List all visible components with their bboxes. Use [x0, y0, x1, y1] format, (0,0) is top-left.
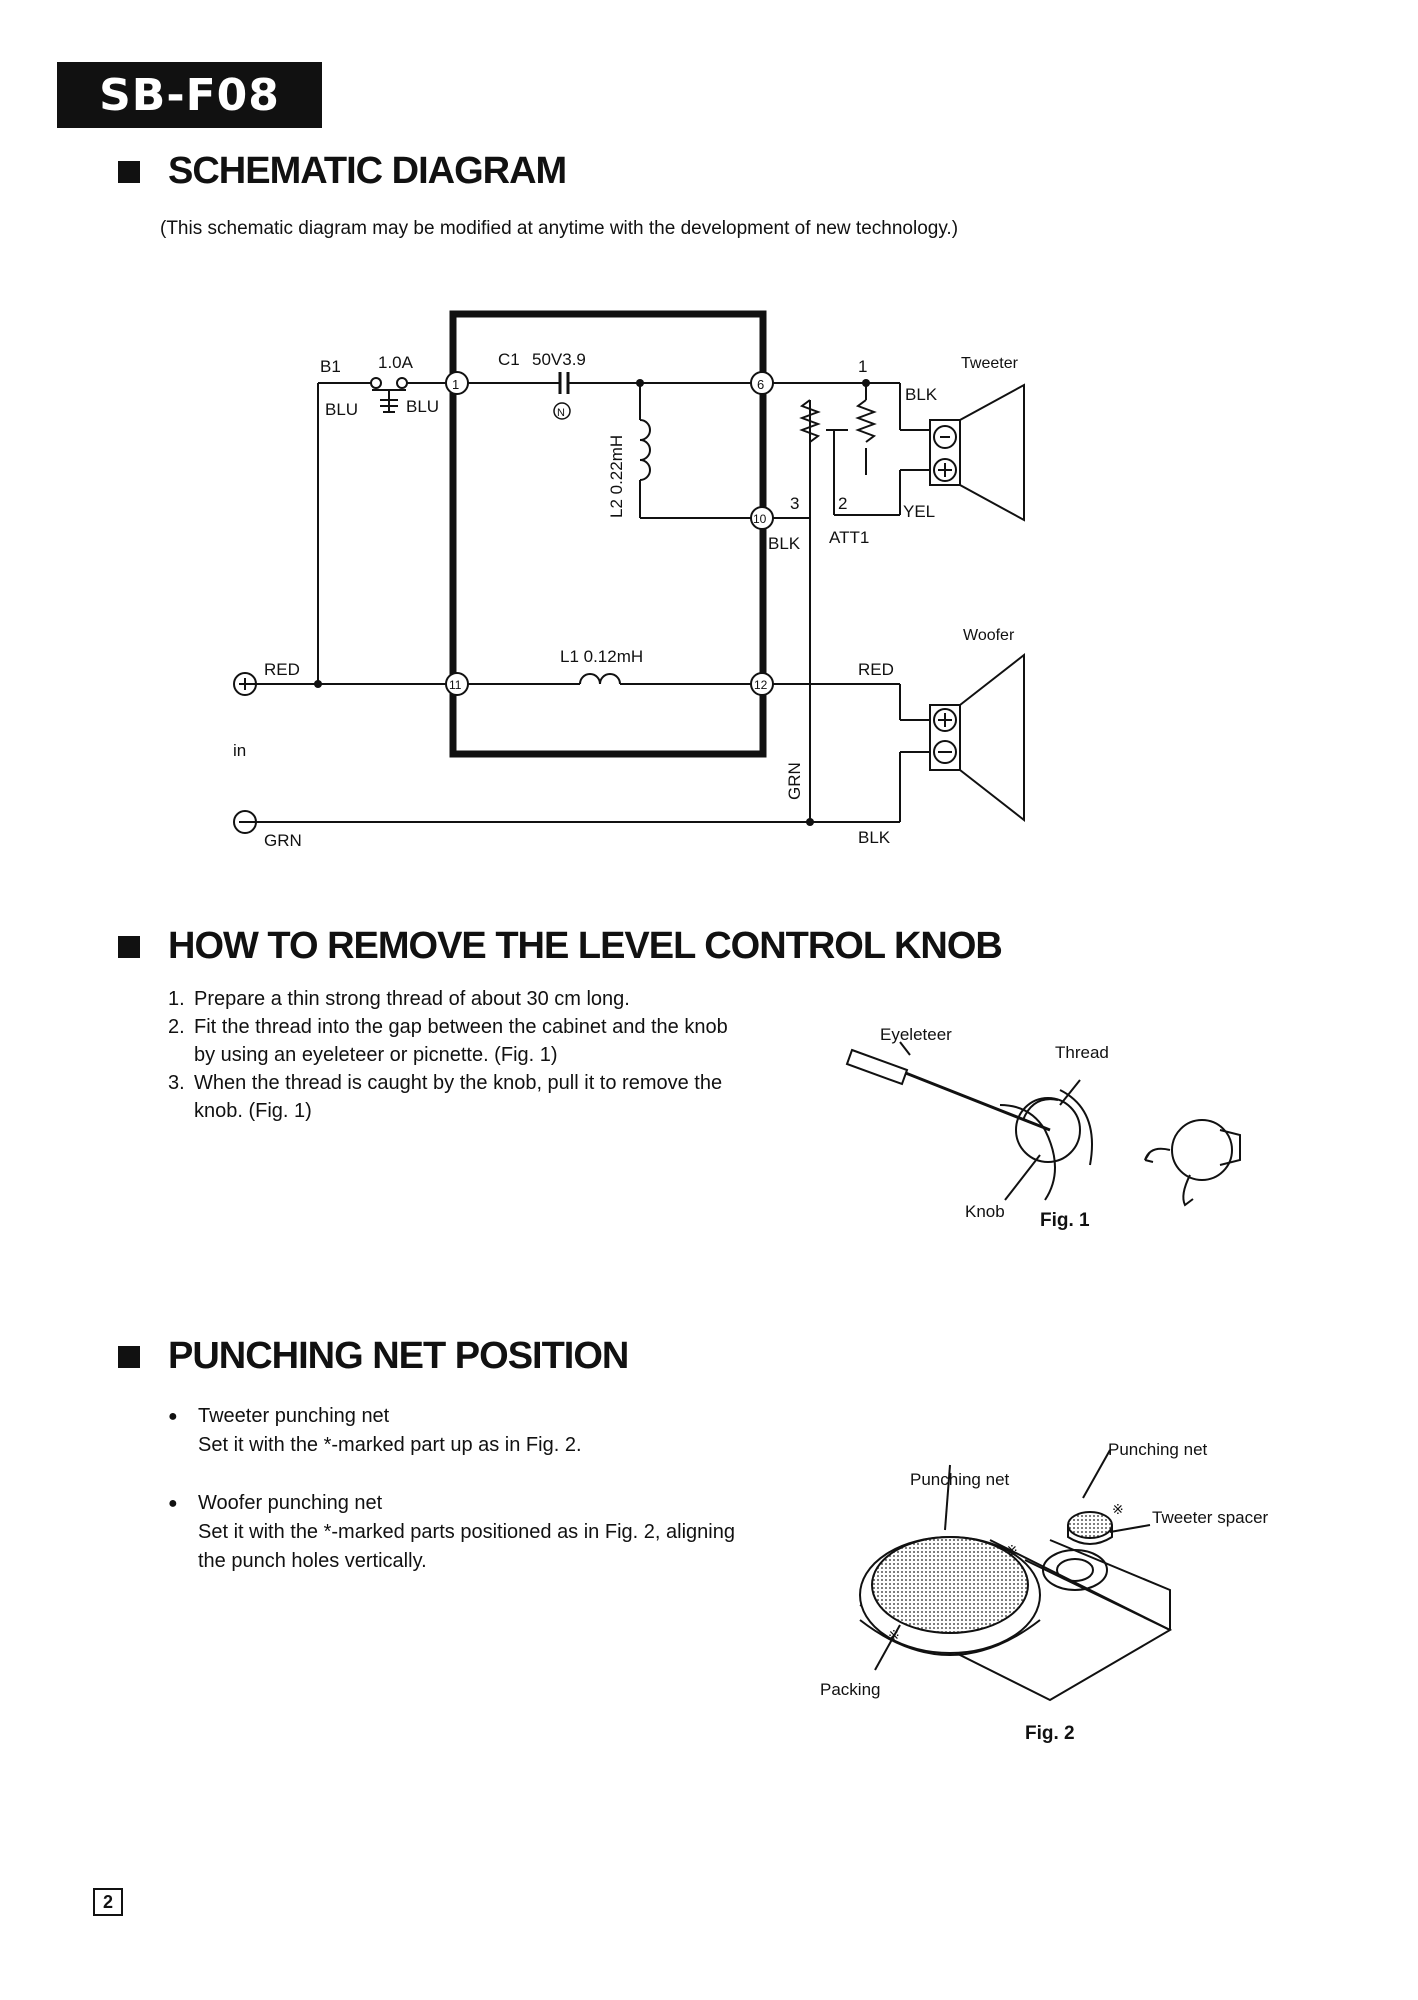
knob-steps: 1.Prepare a thin strong thread of about … [168, 985, 748, 1125]
heading-square-icon [118, 1345, 140, 1368]
node-12-label: 12 [754, 678, 768, 692]
schematic-heading: SCHEMATIC DIAGRAM [118, 150, 567, 193]
node-6-label: 6 [757, 377, 764, 392]
node-1-label: 1 [452, 377, 459, 392]
grn-vertical-label: GRN [785, 762, 804, 800]
yel-label: YEL [903, 502, 935, 521]
tweeter-label: Tweeter [961, 355, 1019, 372]
c1-label: C1 [498, 350, 520, 369]
knob-heading: HOW TO REMOVE THE LEVEL CONTROL KNOB [118, 925, 1003, 968]
thread-label: Thread [1055, 1043, 1109, 1062]
knob-label: Knob [965, 1202, 1005, 1221]
in-label: in [233, 741, 246, 760]
blu-left-label: BLU [325, 400, 358, 419]
terminal-1-label: 1 [858, 357, 867, 376]
eyeleteer-label: Eyeleteer [880, 1025, 952, 1044]
red-woofer-label: RED [858, 660, 894, 679]
l2-label: L2 0.22mH [607, 435, 626, 518]
fig2-illustration: Punching net Punching net Tweeter spacer… [820, 1440, 1269, 1702]
step-item: 2.Fit the thread into the gap between th… [168, 1016, 728, 1066]
knob-title: HOW TO REMOVE THE LEVEL CONTROL KNOB [168, 925, 1003, 967]
mark-symbol: ※ [1006, 1542, 1018, 1558]
terminal-2-label: 2 [838, 494, 847, 513]
node-10-label: 10 [753, 512, 767, 526]
red-in-label: RED [264, 660, 300, 679]
step-item: 1.Prepare a thin strong thread of about … [168, 988, 630, 1010]
fig2-caption: Fig. 2 [1025, 1723, 1075, 1744]
heading-square-icon [118, 935, 140, 958]
tweeter-spacer-label: Tweeter spacer [1152, 1508, 1269, 1527]
punching-net-left-label: Punching net [910, 1470, 1010, 1489]
step-item: 3.When the thread is caught by the knob,… [168, 1072, 723, 1122]
page-number: 2 [93, 1888, 123, 1916]
grn-in-label: GRN [264, 831, 302, 850]
schematic-diagram: B1 1.0A C1 50V3.9 BLU BLU N L2 0.22mH L1… [233, 310, 1025, 850]
att1-label: ATT1 [829, 528, 869, 547]
terminal-3-label: 3 [790, 494, 799, 513]
b1-label: B1 [320, 357, 341, 376]
l1-label: L1 0.12mH [560, 647, 643, 666]
n-mark-label: N [557, 407, 565, 419]
heading-square-icon [118, 160, 140, 183]
mark-symbol: ※ [888, 1627, 900, 1643]
net-heading: PUNCHING NET POSITION [118, 1335, 629, 1378]
fig1-caption: Fig. 1 [1040, 1210, 1090, 1231]
mark-symbol: ※ [1112, 1501, 1124, 1517]
blu-right-label: BLU [406, 397, 439, 416]
schematic-note: (This schematic diagram may be modified … [160, 218, 959, 239]
packing-label: Packing [820, 1680, 880, 1699]
model-badge: SB-F08 [57, 62, 322, 128]
crossover-box [449, 310, 767, 758]
blk-tweeter-label: BLK [905, 385, 938, 404]
punching-net-right-label: Punching net [1108, 1440, 1208, 1459]
node-11-label: 11 [449, 678, 462, 692]
fuse-label: 1.0A [378, 353, 414, 372]
net-title: PUNCHING NET POSITION [168, 1335, 629, 1377]
blk-woofer-label: BLK [858, 828, 891, 847]
woofer-label: Woofer [963, 627, 1015, 644]
schematic-title: SCHEMATIC DIAGRAM [168, 150, 567, 192]
fig1-illustration: Eyeleteer Thread Knob [845, 1025, 1241, 1221]
blk-mid-label: BLK [768, 534, 801, 553]
c1-value-label: 50V3.9 [532, 350, 586, 369]
